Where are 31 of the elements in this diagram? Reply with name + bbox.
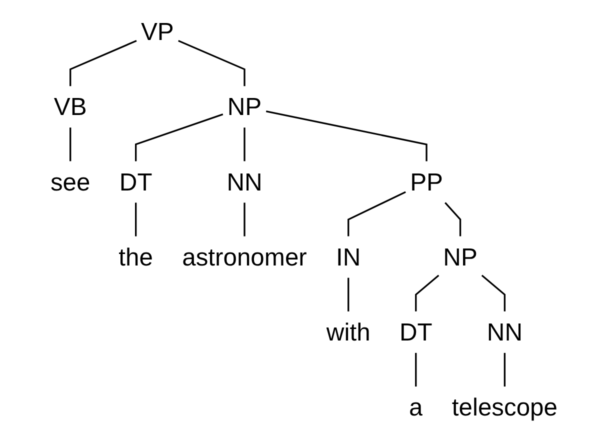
connector — [69, 128, 71, 162]
node-text: DT — [118, 168, 152, 196]
node-text: NN — [486, 318, 522, 346]
connector — [347, 278, 349, 312]
node-text: DT — [398, 318, 432, 346]
node-text: VB — [53, 92, 86, 121]
connector — [243, 128, 245, 162]
node-text: a — [408, 393, 422, 422]
connector — [444, 202, 461, 236]
node-text: NN — [226, 168, 262, 196]
node-text: see — [50, 168, 90, 196]
node-text: VP — [140, 18, 174, 46]
connector — [503, 352, 506, 387]
connector — [265, 110, 427, 162]
node-text: telescope — [451, 393, 558, 422]
connector — [134, 202, 136, 236]
connector — [243, 202, 245, 236]
node-text: astronomer — [182, 243, 306, 272]
node-text: the — [118, 243, 152, 272]
connector — [347, 191, 406, 236]
connector — [414, 274, 439, 312]
connector — [69, 40, 136, 86]
connector — [134, 114, 223, 162]
connector — [414, 352, 416, 387]
node-text: with — [326, 318, 370, 346]
node-text: IN — [336, 243, 360, 272]
connector — [480, 274, 506, 312]
connector — [178, 40, 245, 86]
node-text: NP — [226, 92, 262, 121]
node-text: PP — [410, 168, 443, 196]
node-text: NP — [442, 243, 477, 272]
